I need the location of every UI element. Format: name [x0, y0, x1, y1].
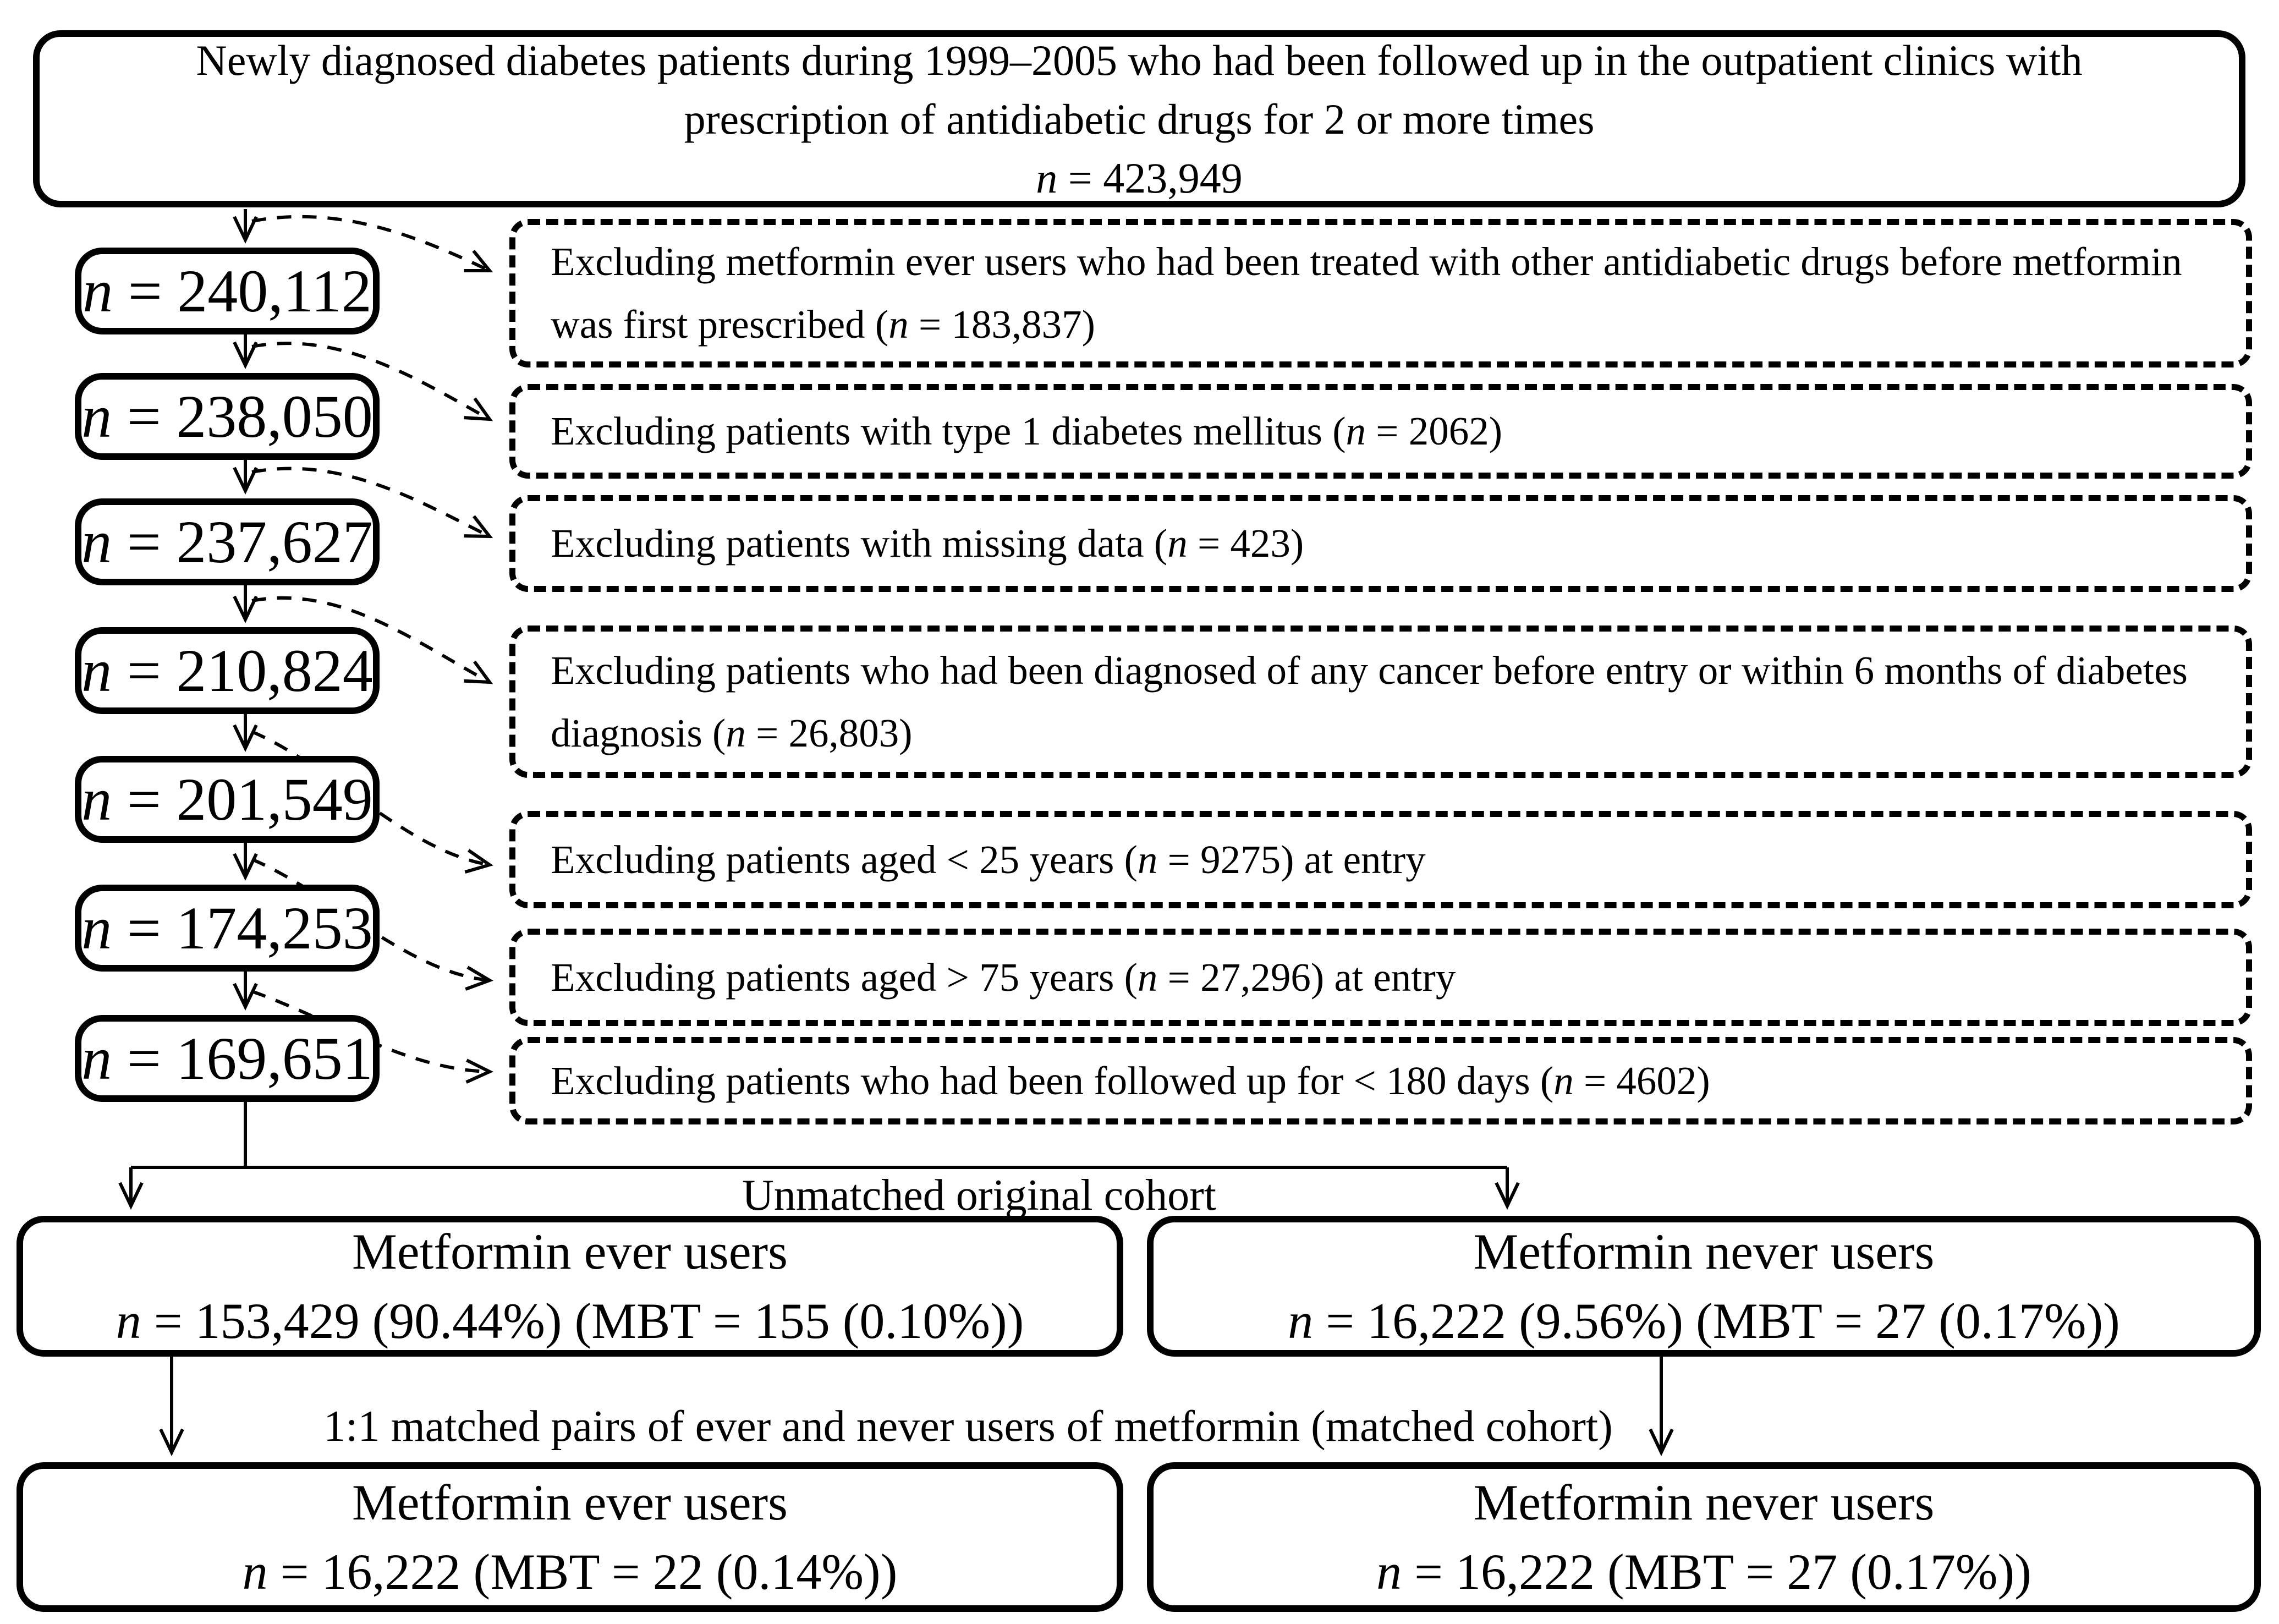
- cohort-count-box-5: n = 201,549: [75, 756, 380, 843]
- matched-cohort-label: 1:1 matched pairs of ever and never user…: [323, 1402, 1613, 1451]
- cohort-count-4: n = 210,824: [81, 637, 373, 704]
- cohort-count-box-6: n = 174,253: [75, 885, 380, 972]
- exclusion-text-1: Excluding metformin ever users who had b…: [551, 239, 2182, 347]
- unmatched-never-users-stats: n = 16,222 (9.56%) (MBT = 27 (0.17%)): [1288, 1293, 2120, 1349]
- matched-ever-users-title: Metformin ever users: [352, 1474, 788, 1530]
- exclusion-text-5: Excluding patients aged < 25 years (n = …: [551, 837, 1426, 882]
- cohort-count-6: n = 174,253: [81, 894, 373, 962]
- exclusion-text-3: Excluding patients with missing data (n …: [551, 521, 1304, 566]
- unmatched-cohort-label: Unmatched original cohort: [742, 1171, 1216, 1220]
- matched-ever-users-box: Metformin ever users n = 16,222 (MBT = 2…: [17, 1462, 1123, 1612]
- cohort-count-box-4: n = 210,824: [75, 627, 380, 714]
- unmatched-never-users-title: Metformin never users: [1473, 1224, 1935, 1280]
- exclusion-box-1: Excluding metformin ever users who had b…: [509, 219, 2252, 367]
- matched-never-users-title: Metformin never users: [1473, 1474, 1935, 1530]
- cohort-count-5: n = 201,549: [81, 765, 373, 833]
- exclusion-box-5: Excluding patients aged < 25 years (n = …: [509, 811, 2252, 908]
- exclusion-box-6: Excluding patients aged > 75 years (n = …: [509, 929, 2252, 1026]
- cohort-count-box-1: n = 240,112: [75, 248, 380, 334]
- unmatched-never-users-box: Metformin never users n = 16,222 (9.56%)…: [1147, 1216, 2261, 1357]
- matched-never-users-stats: n = 16,222 (MBT = 27 (0.17%)): [1376, 1544, 2031, 1600]
- cohort-count-2: n = 238,050: [81, 382, 373, 450]
- cohort-count-box-2: n = 238,050: [75, 373, 380, 460]
- matched-ever-users-stats: n = 16,222 (MBT = 22 (0.14%)): [242, 1544, 898, 1600]
- exclusion-text-6: Excluding patients aged > 75 years (n = …: [551, 954, 1456, 1000]
- cohort-count-7: n = 169,651: [81, 1024, 373, 1092]
- unmatched-ever-users-title: Metformin ever users: [352, 1224, 788, 1280]
- exclusion-box-4: Excluding patients who had been diagnose…: [509, 626, 2252, 778]
- cohort-count-3: n = 237,627: [81, 508, 373, 575]
- exclusion-box-7: Excluding patients who had been followed…: [509, 1037, 2252, 1124]
- exclusion-box-3: Excluding patients with missing data (n …: [509, 495, 2252, 592]
- eligible-population-count: n = 423,949: [1036, 153, 1243, 202]
- cohort-count-1: n = 240,112: [83, 257, 372, 325]
- eligible-population-box: Newly diagnosed diabetes patients during…: [33, 30, 2245, 207]
- unmatched-ever-users-box: Metformin ever users n = 153,429 (90.44%…: [17, 1216, 1123, 1357]
- cohort-count-box-7: n = 169,651: [75, 1015, 380, 1102]
- eligible-population-line2: prescription of antidiabetic drugs for 2…: [684, 95, 1595, 143]
- exclusion-text-2: Excluding patients with type 1 diabetes …: [551, 409, 1503, 453]
- exclusion-box-2: Excluding patients with type 1 diabetes …: [509, 384, 2252, 479]
- eligible-population-line1: Newly diagnosed diabetes patients during…: [196, 36, 2083, 84]
- cohort-count-box-3: n = 237,627: [75, 498, 380, 585]
- exclusion-text-4: Excluding patients who had been diagnose…: [551, 648, 2188, 755]
- matched-never-users-box: Metformin never users n = 16,222 (MBT = …: [1147, 1462, 2261, 1612]
- exclusion-text-7: Excluding patients who had been followed…: [551, 1058, 1710, 1103]
- unmatched-ever-users-stats: n = 153,429 (90.44%) (MBT = 155 (0.10%)): [116, 1293, 1024, 1349]
